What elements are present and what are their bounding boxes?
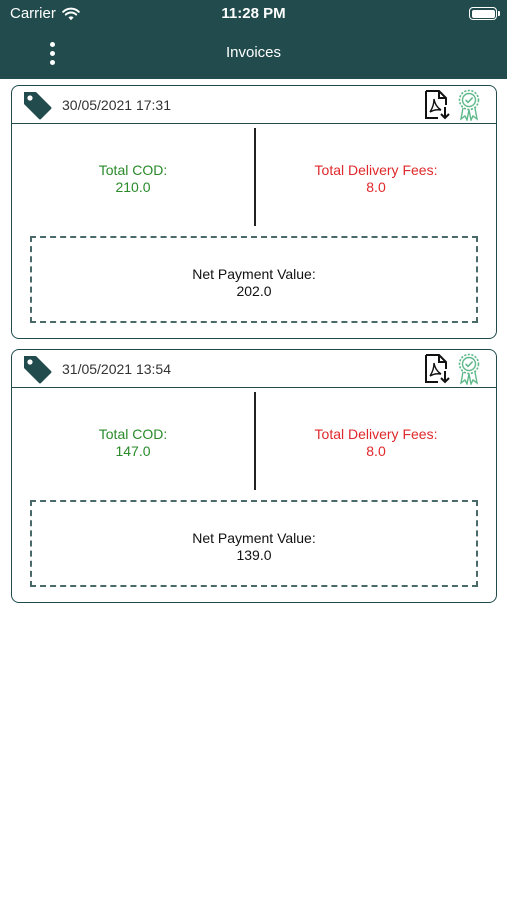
status-time: 11:28 PM — [221, 5, 286, 22]
certificate-icon[interactable] — [457, 353, 481, 385]
column-divider — [254, 392, 256, 490]
tag-icon — [24, 92, 52, 120]
app-header: Carrier 11:28 PM Invoices — [0, 0, 507, 79]
battery-icon — [469, 7, 500, 20]
tag-icon — [24, 356, 52, 384]
total-cod: Total COD: 210.0 — [12, 162, 254, 196]
total-cod-label: Total COD: — [98, 426, 168, 442]
more-vertical-icon[interactable] — [40, 38, 64, 68]
invoice-card-body: Total COD: 147.0 Total Delivery Fees: 8.… — [12, 388, 496, 602]
delivery-fees-label: Total Delivery Fees: — [314, 162, 438, 178]
invoice-card[interactable]: 31/05/2021 13:54 Total COD: 147.0 — [11, 349, 497, 603]
invoice-date: 31/05/2021 13:54 — [62, 361, 171, 377]
delivery-fees-value: 8.0 — [366, 179, 386, 195]
net-payment-value: 139.0 — [236, 547, 272, 563]
certificate-icon[interactable] — [457, 89, 481, 121]
invoice-card[interactable]: 30/05/2021 17:31 Total COD: 210.0 — [11, 85, 497, 339]
net-payment-label: Net Payment Value: — [192, 266, 316, 282]
carrier-indicator: Carrier — [10, 5, 80, 22]
wifi-icon — [62, 7, 80, 20]
net-payment-box: Net Payment Value: 139.0 — [30, 500, 478, 587]
total-cod: Total COD: 147.0 — [12, 426, 254, 460]
total-cod-value: 147.0 — [115, 443, 151, 459]
pdf-download-icon[interactable] — [424, 90, 450, 120]
carrier-label: Carrier — [10, 5, 56, 22]
delivery-fees-label: Total Delivery Fees: — [314, 426, 438, 442]
status-bar: Carrier 11:28 PM — [0, 0, 507, 28]
invoice-card-body: Total COD: 210.0 Total Delivery Fees: 8.… — [12, 124, 496, 338]
net-payment-box: Net Payment Value: 202.0 — [30, 236, 478, 323]
net-payment-label: Net Payment Value: — [192, 530, 316, 546]
pdf-download-icon[interactable] — [424, 354, 450, 384]
nav-bar: Invoices — [0, 28, 507, 79]
page-title: Invoices — [225, 44, 282, 61]
total-cod-value: 210.0 — [115, 179, 151, 195]
net-payment-value: 202.0 — [236, 283, 272, 299]
total-cod-label: Total COD: — [98, 162, 168, 178]
column-divider — [254, 128, 256, 226]
invoice-card-header: 30/05/2021 17:31 — [12, 86, 496, 124]
invoice-card-header: 31/05/2021 13:54 — [12, 350, 496, 388]
total-delivery-fees: Total Delivery Fees: 8.0 — [256, 426, 496, 460]
total-delivery-fees: Total Delivery Fees: 8.0 — [256, 162, 496, 196]
invoice-date: 30/05/2021 17:31 — [62, 97, 171, 113]
delivery-fees-value: 8.0 — [366, 443, 386, 459]
